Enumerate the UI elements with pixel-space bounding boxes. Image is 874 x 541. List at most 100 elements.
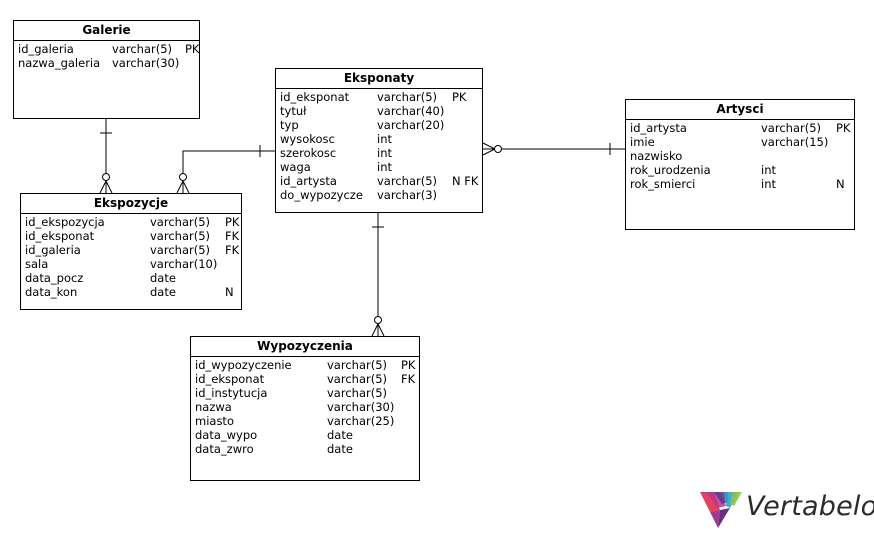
- column-name: data_kon: [25, 285, 78, 299]
- vertabelo-logo: Vertabelo: [698, 488, 874, 532]
- column-name: nazwa_galeria: [18, 56, 101, 70]
- table-row: waga int: [280, 160, 478, 174]
- column-name: id_galeria: [25, 243, 81, 257]
- vertabelo-logo-icon: [700, 492, 742, 528]
- table-row: id_galeria varchar(5) FK: [25, 243, 239, 257]
- column-type: int: [761, 163, 776, 177]
- table-title: Ekspozycje: [21, 194, 241, 214]
- column-type: varchar(5): [150, 229, 211, 243]
- table-title: Eksponaty: [276, 69, 482, 89]
- column-name: id_galeria: [18, 42, 74, 56]
- column-key: PK: [185, 42, 200, 56]
- column-type: varchar(30): [327, 400, 395, 414]
- table-row: nazwisko: [630, 149, 850, 163]
- column-type: varchar(5): [327, 386, 388, 400]
- column-key: FK: [401, 372, 416, 386]
- table-row: typ varchar(20): [280, 118, 478, 132]
- column-type: varchar(25): [327, 414, 395, 428]
- table-row: tytuł varchar(40): [280, 104, 478, 118]
- table-row: data_kon date N: [25, 285, 237, 299]
- table-row: data_pocz date: [25, 271, 237, 285]
- table-row: id_artysta varchar(5) N FK: [280, 174, 478, 188]
- table-row: id_eksponat varchar(5) PK: [280, 90, 478, 104]
- column-type: date: [327, 428, 353, 442]
- table-row: wysokosc int: [280, 132, 478, 146]
- table-ekspozycje[interactable]: Ekspozycje id_ekspozycja varchar(5) PK i…: [20, 193, 242, 310]
- table-row: id_ekspozycja varchar(5) PK: [25, 215, 240, 229]
- column-name: data_pocz: [25, 271, 84, 285]
- table-title: Galerie: [14, 21, 199, 41]
- optional-marker: [374, 316, 382, 324]
- table-row: do_wypozycze varchar(3): [280, 188, 478, 202]
- column-type: varchar(5): [327, 358, 388, 372]
- column-key: N FK: [452, 174, 479, 188]
- column-name: szerokosc: [280, 146, 337, 160]
- column-type: varchar(5): [761, 121, 822, 135]
- column-type: varchar(5): [327, 372, 388, 386]
- column-name: data_zwro: [195, 442, 254, 456]
- column-key: PK: [452, 90, 467, 104]
- column-type: date: [150, 285, 176, 299]
- optional-marker: [179, 173, 187, 181]
- optional-marker: [102, 173, 110, 181]
- column-type: int: [377, 132, 392, 146]
- table-row: id_galeria varchar(5) PK: [18, 42, 199, 56]
- table-wypozyczenia[interactable]: Wypozyczenia id_wypozyczenie varchar(5) …: [190, 336, 420, 481]
- column-name: nazwisko: [630, 149, 683, 163]
- column-type: int: [377, 146, 392, 160]
- column-name: rok_urodzenia: [630, 163, 711, 177]
- column-type: varchar(30): [112, 56, 180, 70]
- column-name: id_artysta: [280, 174, 337, 188]
- table-row: miasto varchar(25): [195, 414, 415, 428]
- table-row: szerokosc int: [280, 146, 478, 160]
- column-type: int: [377, 160, 392, 174]
- table-title: Wypozyczenia: [191, 337, 419, 357]
- column-type: varchar(5): [150, 243, 211, 257]
- table-row: nazwa_galeria varchar(30): [18, 56, 195, 70]
- column-name: id_eksponat: [25, 229, 95, 243]
- table-row: id_eksponat varchar(5) FK: [25, 229, 240, 243]
- column-type: varchar(5): [112, 42, 173, 56]
- table-row: id_artysta varchar(5) PK: [630, 121, 850, 135]
- column-name: do_wypozycze: [280, 188, 363, 202]
- table-row: imie varchar(15): [630, 135, 850, 149]
- column-key: N: [836, 177, 845, 191]
- column-name: waga: [280, 160, 311, 174]
- table-galerie[interactable]: Galerie id_galeria varchar(5) PK nazwa_g…: [13, 20, 200, 119]
- column-type: varchar(15): [761, 135, 829, 149]
- column-name: id_eksponat: [280, 90, 350, 104]
- column-key: PK: [401, 358, 416, 372]
- relation-eksponaty-ekspozycje: [182, 150, 275, 193]
- column-type: varchar(5): [377, 90, 438, 104]
- table-row: rok_smierci int N: [630, 177, 850, 191]
- column-name: imie: [630, 135, 655, 149]
- table-eksponaty[interactable]: Eksponaty id_eksponat varchar(5) PK tytu…: [275, 68, 483, 213]
- column-name: id_instytucja: [195, 386, 268, 400]
- column-key: FK: [225, 229, 240, 243]
- column-type: varchar(20): [377, 118, 445, 132]
- vertabelo-logo-text: Vertabelo: [746, 491, 874, 522]
- column-type: date: [327, 442, 353, 456]
- table-row: data_zwro date: [195, 442, 415, 456]
- table-row: nazwa varchar(30): [195, 400, 415, 414]
- column-type: date: [150, 271, 176, 285]
- column-name: data_wypo: [195, 428, 258, 442]
- table-artysci[interactable]: Artysci id_artysta varchar(5) PK imie va…: [625, 99, 855, 230]
- column-name: tytuł: [280, 104, 307, 118]
- column-name: id_eksponat: [195, 372, 265, 386]
- column-type: varchar(40): [377, 104, 445, 118]
- column-key: PK: [225, 215, 240, 229]
- column-name: nazwa: [195, 400, 232, 414]
- table-title: Artysci: [626, 100, 854, 120]
- column-name: typ: [280, 118, 299, 132]
- table-row: id_wypozyczenie varchar(5) PK: [195, 358, 415, 372]
- table-row: rok_urodzenia int: [630, 163, 850, 177]
- table-row: id_instytucja varchar(5): [195, 386, 415, 400]
- column-key: N: [225, 285, 234, 299]
- table-row: id_eksponat varchar(5) FK: [195, 372, 415, 386]
- column-type: int: [761, 177, 776, 191]
- column-type: varchar(10): [150, 257, 218, 271]
- column-key: PK: [836, 121, 851, 135]
- column-name: wysokosc: [280, 132, 335, 146]
